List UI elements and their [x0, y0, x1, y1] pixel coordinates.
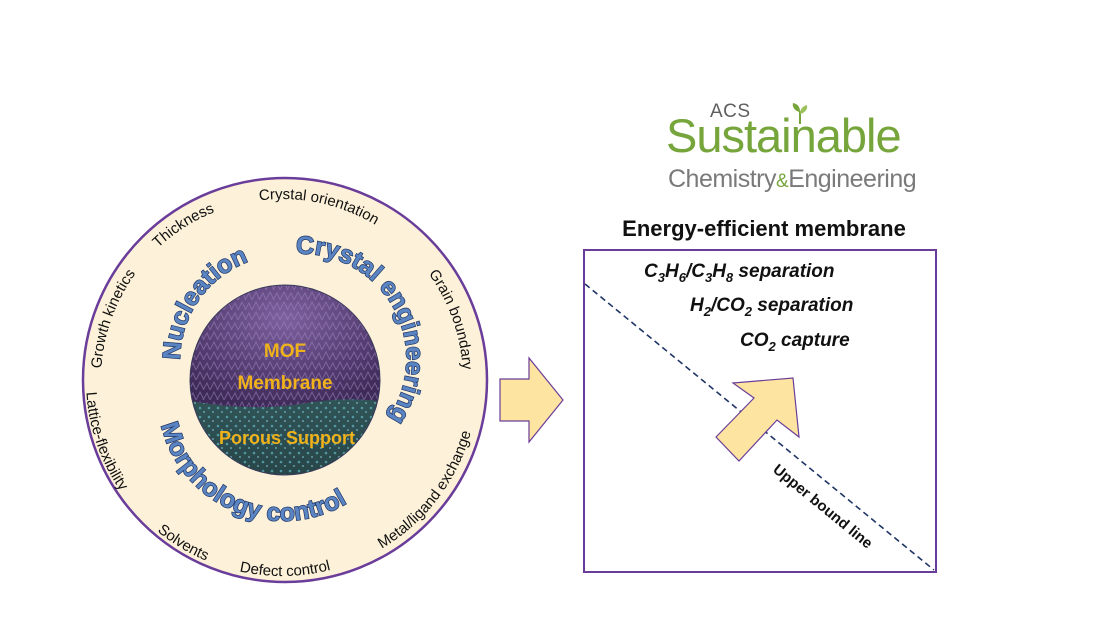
- h2-co2-separation-label: H2/CO2 separation: [690, 295, 853, 319]
- logo-chem-eng-text: Chemistry&Engineering: [668, 165, 917, 193]
- ring-label-defect-control: Defect control: [238, 557, 331, 580]
- porous-support-label: Porous Support: [219, 428, 355, 448]
- panel-title: Energy-efficient membrane: [622, 216, 906, 241]
- membrane-cross-section-image: [190, 285, 380, 475]
- right-arrow: [499, 356, 564, 444]
- mof-label: MOF: [264, 341, 306, 362]
- leaf-icon: [792, 103, 808, 124]
- improvement-arrow: [715, 377, 800, 462]
- ring-label-defect-wrap: Defect control: [238, 557, 331, 580]
- logo-sustainable-text: Sustainable: [666, 109, 902, 162]
- membrane-label: Membrane: [237, 373, 332, 394]
- acs-sustainable-logo: ACS Sustainable Chemistry&Engineering: [662, 100, 932, 200]
- logo-acs-text: ACS: [710, 101, 751, 122]
- c3h6-c3h8-separation-label: C3H6/C3H8 separation: [644, 261, 835, 285]
- co2-capture-label: CO2 capture: [740, 330, 850, 354]
